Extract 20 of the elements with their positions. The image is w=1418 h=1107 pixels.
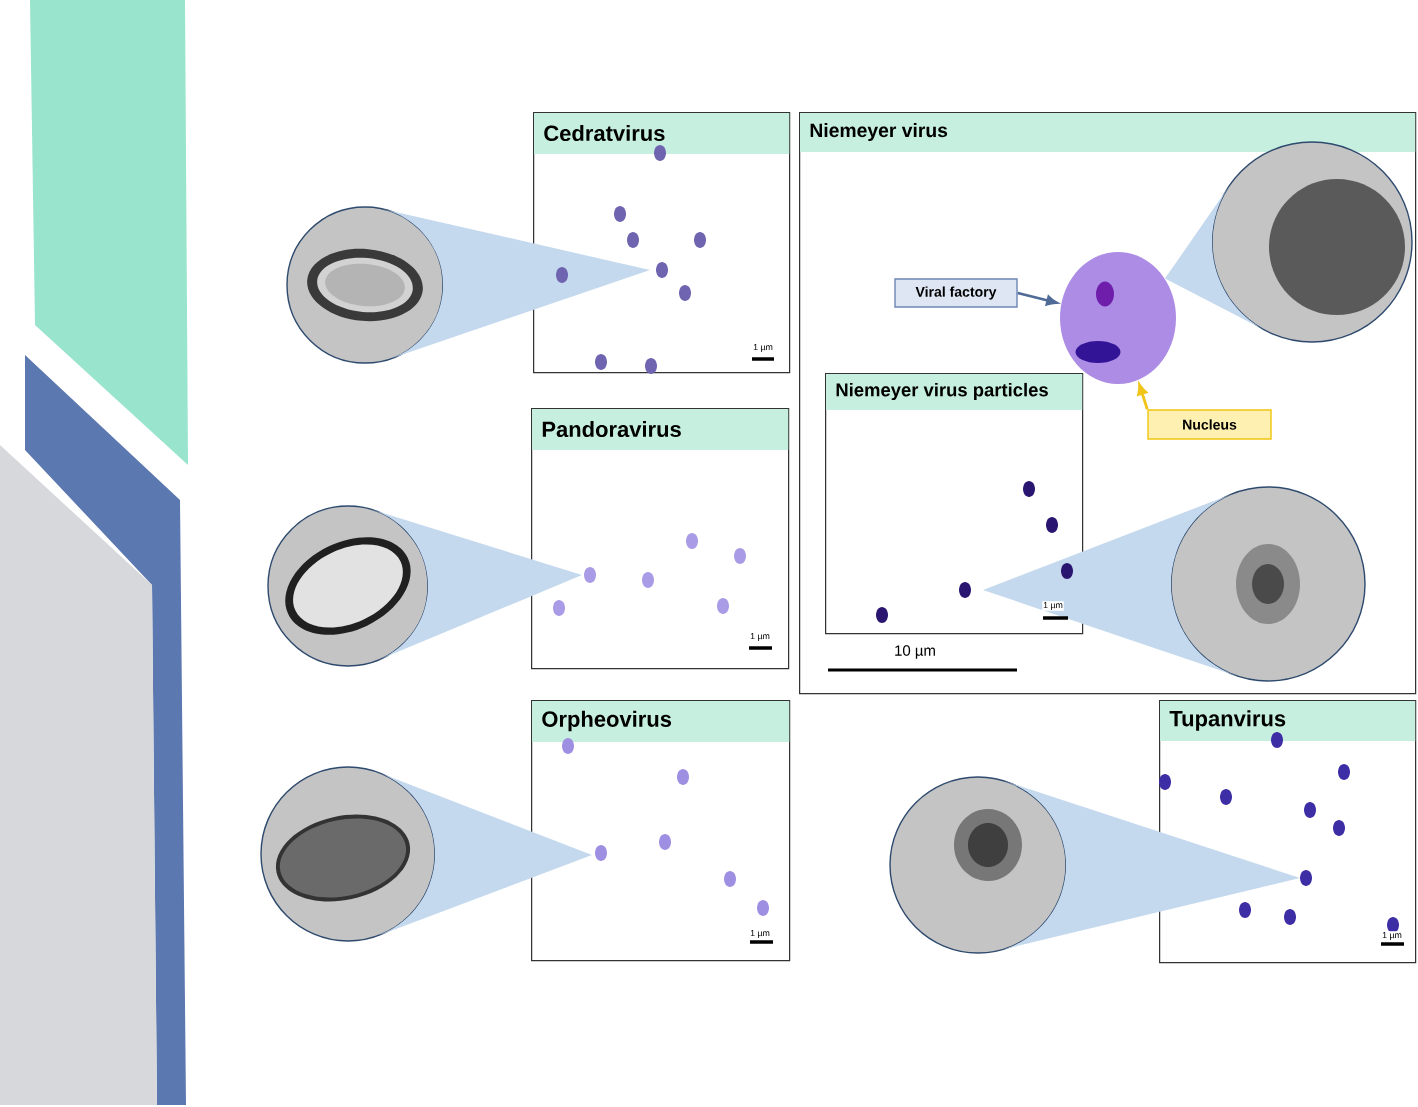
- callout-box: Nucleus: [1147, 409, 1272, 440]
- scale-bar: 10 µm: [828, 644, 1017, 672]
- amoeba-cell-drawing: [1060, 252, 1176, 384]
- magnification-cone: [371, 509, 582, 660]
- electron-micrograph-drawing: [889, 776, 1067, 954]
- scale-bar: 1 µm: [749, 632, 772, 650]
- electron-micrograph-drawing: [1170, 486, 1366, 682]
- arrow: [1017, 291, 1058, 306]
- electron-micrograph-drawing: [260, 766, 436, 942]
- scale-bar: 1 µm: [749, 929, 773, 944]
- scale-bar: 1 µm: [1042, 601, 1068, 620]
- scale-bar: 1 µm: [752, 343, 774, 361]
- magnification-cone: [983, 493, 1237, 676]
- electron-micrograph-drawing: [286, 206, 444, 364]
- arrow: [1137, 383, 1149, 410]
- electron-micrograph-drawing: [1211, 141, 1413, 343]
- scale-bar: 1 µm: [1381, 931, 1404, 946]
- electron-micrograph-drawing: [267, 505, 429, 667]
- callout-box: Viral factory: [894, 278, 1018, 308]
- magnification-cone: [382, 208, 650, 359]
